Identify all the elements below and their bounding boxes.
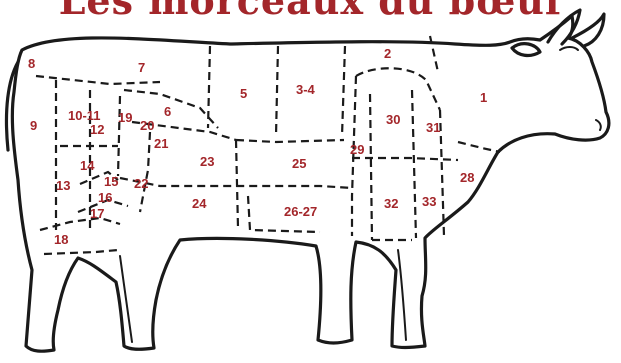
cut-label-26-27: 26-27 <box>284 204 317 219</box>
cut-label-17: 17 <box>90 206 104 221</box>
cut-label-24: 24 <box>192 196 207 211</box>
cow-nostril <box>596 120 601 130</box>
cut-label-13: 13 <box>56 178 70 193</box>
cow-ear <box>512 44 540 56</box>
cut-label-25: 25 <box>292 156 306 171</box>
cut-label-23: 23 <box>200 154 214 169</box>
cut-label-1: 1 <box>480 90 487 105</box>
cow-eye <box>560 47 578 50</box>
cow-outline <box>12 16 609 351</box>
cut-label-5: 5 <box>240 86 247 101</box>
cut-label-15: 15 <box>104 174 118 189</box>
cut-lines <box>36 36 500 254</box>
foreleg-line <box>398 250 406 340</box>
cut-label-6: 6 <box>164 104 171 119</box>
cut-label-32: 32 <box>384 196 398 211</box>
cut-label-10-11: 10-11 <box>68 108 101 123</box>
cut-labels: 8 7 2 1 5 3-4 10-11 12 19 20 6 9 21 30 3… <box>28 46 487 247</box>
cut-label-22: 22 <box>134 176 148 191</box>
cut-label-28: 28 <box>460 170 474 185</box>
cut-label-9: 9 <box>30 118 37 133</box>
cut-label-8: 8 <box>28 56 35 71</box>
cut-label-33: 33 <box>422 194 436 209</box>
cut-label-21: 21 <box>154 136 168 151</box>
cut-label-7: 7 <box>138 60 145 75</box>
cut-label-31: 31 <box>426 120 440 135</box>
cut-label-14: 14 <box>80 158 95 173</box>
cut-label-12: 12 <box>90 122 104 137</box>
cut-label-16: 16 <box>98 190 112 205</box>
cut-label-19: 19 <box>118 110 132 125</box>
cut-label-29: 29 <box>350 142 364 157</box>
cut-label-30: 30 <box>386 112 400 127</box>
cut-label-2: 2 <box>384 46 391 61</box>
cut-label-3-4: 3-4 <box>296 82 316 97</box>
diagram-title: Les morceaux du bœuf <box>0 0 621 23</box>
cut-label-20: 20 <box>140 118 154 133</box>
cut-label-18: 18 <box>54 232 68 247</box>
